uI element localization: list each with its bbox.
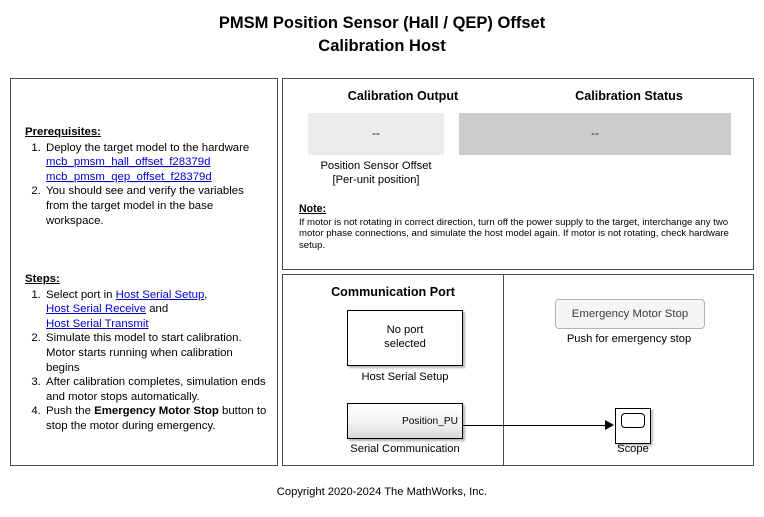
steps-item-1-comma: , xyxy=(204,288,208,301)
steps-section: Steps: Select port in Host Serial Setup,… xyxy=(25,272,269,434)
page-title: PMSM Position Sensor (Hall / QEP) Offset… xyxy=(218,14,546,55)
prerequisites-heading: Prerequisites: xyxy=(25,126,101,138)
calibration-output-title: Calibration Output xyxy=(347,89,459,103)
calibration-status-title: Calibration Status xyxy=(575,89,683,103)
prerequisites-list: Deploy the target model to the hardware … xyxy=(25,141,269,229)
link-mcb-pmsm-qep-offset[interactable]: mcb_pmsm_qep_offset_f28379d xyxy=(46,170,212,183)
steps-item-2: Simulate this model to start calibration… xyxy=(44,331,269,375)
position-sensor-offset-display: -- xyxy=(308,113,444,155)
position-sensor-offset-caption: Position Sensor Offset [Per-unit positio… xyxy=(320,160,432,186)
steps-list: Select port in Host Serial Setup, Host Se… xyxy=(25,288,269,434)
scope-block[interactable] xyxy=(615,408,651,444)
host-serial-setup-block[interactable]: No port selected xyxy=(347,310,463,366)
steps-item-4: Push the Emergency Motor Stop button to … xyxy=(44,404,269,433)
note-section: Note: If motor is not rotating in correc… xyxy=(299,203,741,251)
prerequisites-section: Prerequisites: Deploy the target model t… xyxy=(25,125,269,228)
steps-item-4-suffix: button to stop the motor during emergenc… xyxy=(46,405,267,432)
note-heading: Note: xyxy=(299,203,327,215)
emergency-stop-caption: Push for emergency stop xyxy=(566,333,692,345)
signal-arrow-icon xyxy=(605,420,614,430)
serial-communication-caption: Serial Communication xyxy=(350,443,460,455)
steps-heading: Steps: xyxy=(25,273,60,285)
serial-communication-block[interactable]: Position_PU xyxy=(347,403,463,439)
emergency-motor-stop-button[interactable]: Emergency Motor Stop xyxy=(555,299,705,329)
steps-item-1: Select port in Host Serial Setup, Host Se… xyxy=(44,288,269,332)
diagram-panel: Communication Port No port selected Host… xyxy=(282,274,754,466)
calibration-panel: Calibration Output Calibration Status --… xyxy=(282,78,754,270)
steps-item-4-prefix: Push the xyxy=(46,405,95,418)
steps-item-1-and: and xyxy=(146,303,169,316)
scope-caption: Scope xyxy=(617,443,649,455)
note-text: If motor is not rotating in correct dire… xyxy=(299,216,729,251)
copyright-text: Copyright 2020-2024 The MathWorks, Inc. xyxy=(276,486,488,498)
link-host-serial-setup[interactable]: Host Serial Setup xyxy=(115,288,205,301)
scope-screen-icon xyxy=(621,413,645,428)
link-host-serial-receive[interactable]: Host Serial Receive xyxy=(46,303,147,316)
prerequisites-item-1: Deploy the target model to the hardware … xyxy=(44,141,269,185)
steps-item-3: After calibration completes, simulation … xyxy=(44,375,269,404)
steps-item-1-prefix: Select port in xyxy=(46,288,116,301)
steps-item-4-bold: Emergency Motor Stop xyxy=(94,405,219,418)
signal-wire xyxy=(463,425,607,427)
link-host-serial-transmit[interactable]: Host Serial Transmit xyxy=(46,317,149,330)
host-serial-setup-caption: Host Serial Setup xyxy=(361,371,449,383)
diagram-divider xyxy=(503,275,505,465)
link-mcb-pmsm-hall-offset[interactable]: mcb_pmsm_hall_offset_f28379d xyxy=(46,156,211,169)
instructions-panel: Prerequisites: Deploy the target model t… xyxy=(10,78,278,466)
communication-port-title: Communication Port xyxy=(331,285,455,299)
prerequisites-item-2: You should see and verify the variables … xyxy=(44,184,269,228)
calibration-status-display: -- xyxy=(459,113,731,155)
prerequisites-item-1-text: Deploy the target model to the hardware xyxy=(46,141,250,154)
